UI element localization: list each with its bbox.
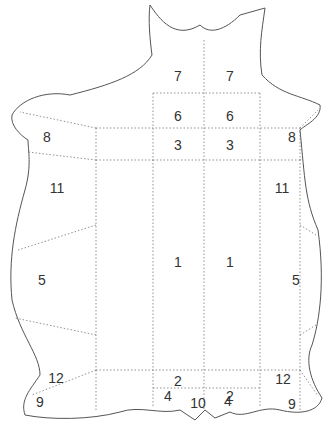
callout-number: 2 [174,373,182,389]
callout-number: 11 [275,180,290,196]
callout-number: 1 [174,254,182,270]
callout-number: 3 [226,137,234,153]
callout-number: 12 [48,370,64,386]
callout-number: 11 [50,180,65,196]
callout-number: 6 [174,108,182,124]
callout-number: 8 [43,129,51,145]
callout-number: 12 [275,371,291,387]
callout-number: 3 [174,137,182,153]
callout-number: 7 [226,68,234,84]
callout-number: 9 [288,396,296,412]
cut-lines [15,40,318,412]
callout-number: 7 [174,68,182,84]
callout-number: 1 [226,254,234,270]
callout-number: 9 [36,394,44,410]
hide-outline [11,5,322,420]
callout-number: 4 [164,388,172,404]
callout-number: 6 [226,108,234,124]
callout-number: 4 [224,393,232,409]
callout-number: 10 [190,395,206,411]
callout-number: 5 [292,272,300,288]
callout-number: 5 [38,272,46,288]
callout-number: 8 [288,129,296,145]
